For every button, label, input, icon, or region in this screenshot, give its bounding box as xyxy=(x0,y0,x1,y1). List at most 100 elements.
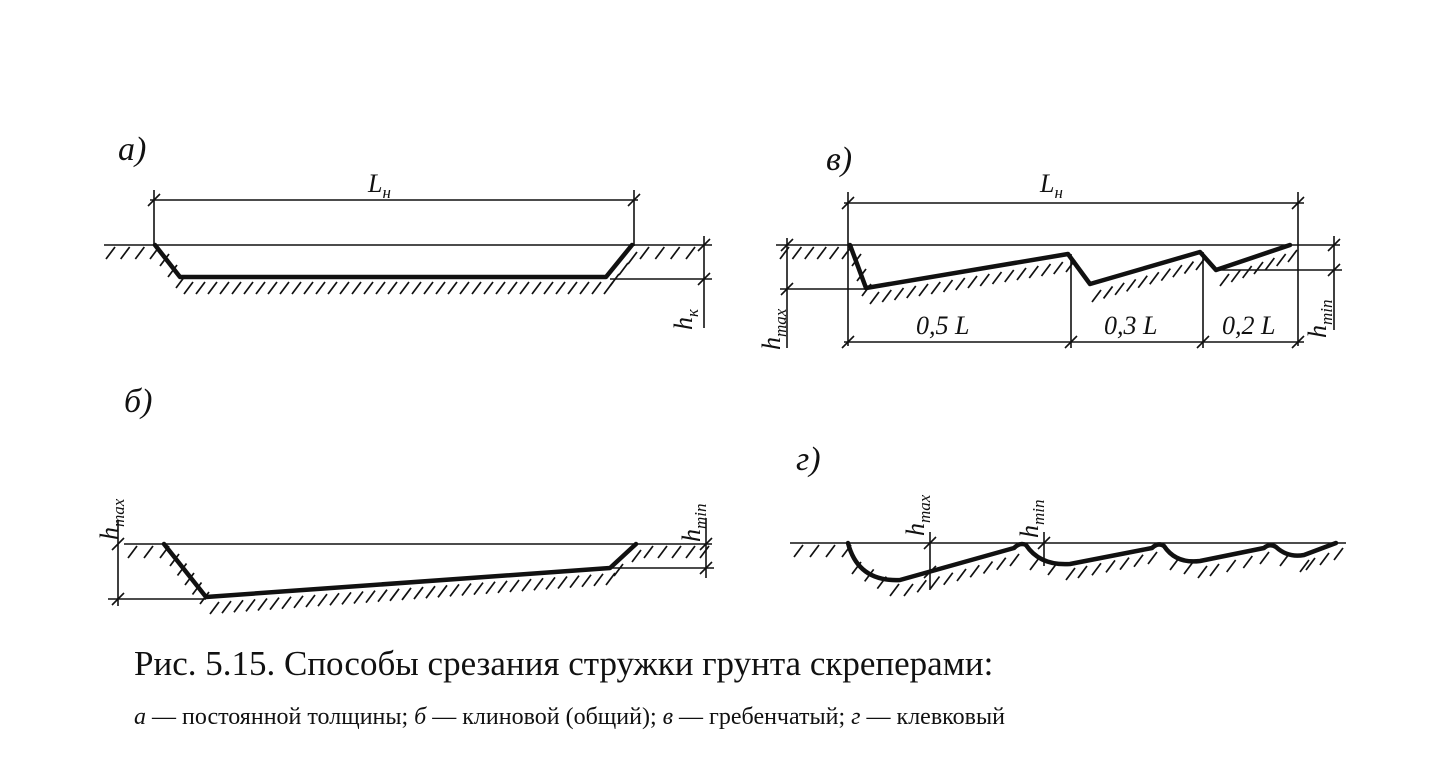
hatch-stroke xyxy=(1016,267,1027,281)
hatch-stroke xyxy=(869,291,880,305)
hatch-stroke xyxy=(281,596,292,610)
caption-text-a: — постоянной толщины; xyxy=(146,704,415,730)
hatch-stroke xyxy=(1279,553,1290,567)
panel-v-hmin-tick-bottom xyxy=(1327,263,1341,277)
hatch-stroke xyxy=(1125,278,1137,292)
panel-a-length-label: Lн xyxy=(367,169,391,202)
hatch-stroke xyxy=(893,287,905,301)
hatch-stroke xyxy=(1195,257,1206,271)
hatch-stroke xyxy=(209,601,220,615)
panel-v-hmax-tick-top xyxy=(780,238,794,252)
panel-a: а) Lн hк xyxy=(104,131,712,330)
hatch-stroke xyxy=(1065,259,1076,273)
hatch-stroke xyxy=(233,599,244,613)
hatch-stroke xyxy=(1105,559,1116,573)
hatch-stroke xyxy=(545,576,556,590)
hatch-stroke xyxy=(363,281,374,295)
hatch-stroke xyxy=(851,561,862,575)
panel-b-hmax-tick-bottom xyxy=(111,592,125,606)
hatch-stroke xyxy=(591,281,602,295)
hatch-stroke xyxy=(1119,557,1130,571)
hatch-stroke xyxy=(861,283,872,297)
hatch-stroke xyxy=(569,575,580,589)
hatch-stroke xyxy=(979,273,990,287)
hatch-stroke xyxy=(1183,261,1195,275)
hatch-stroke xyxy=(1004,269,1015,283)
hatch-stroke xyxy=(906,285,917,299)
hatch-stroke xyxy=(341,591,352,605)
hatch-stroke xyxy=(219,281,230,295)
panel-b-hmin-tick-top xyxy=(699,537,713,551)
panel-g-hmax-tick-bottom xyxy=(923,565,937,579)
hatch-stroke xyxy=(279,281,290,295)
hatch-stroke xyxy=(1219,273,1230,287)
caption-title: Рис. 5.15. Способы срезания стружки грун… xyxy=(134,644,994,683)
hatch-stroke xyxy=(1114,282,1125,296)
hatch-stroke xyxy=(243,281,254,295)
panel-a-tick-left xyxy=(147,193,161,207)
panel-a-depth-label: hк xyxy=(669,308,702,330)
hatch-stroke xyxy=(841,544,852,558)
hatch-stroke xyxy=(1305,557,1316,571)
hatch-stroke xyxy=(1028,265,1039,279)
hatch-stroke xyxy=(1230,269,1242,283)
hatch-stroke xyxy=(631,549,642,563)
panel-v-seg-tick-2 xyxy=(1196,335,1210,349)
hatch-stroke xyxy=(167,264,178,278)
panel-g-label: г) xyxy=(796,441,821,478)
hatch-stroke xyxy=(557,576,568,590)
hatch-stroke xyxy=(195,281,206,295)
hatch-stroke xyxy=(1077,565,1088,579)
hatch-stroke xyxy=(207,281,218,295)
hatch-stroke xyxy=(175,275,186,289)
hatch-stroke xyxy=(804,246,815,260)
caption-legend: а — постоянной толщины; б — клиновой (об… xyxy=(134,704,1005,731)
hatch-stroke xyxy=(1091,289,1102,303)
panel-a-label: а) xyxy=(118,131,146,168)
hatch-stroke xyxy=(1319,552,1330,566)
hatch-stroke xyxy=(461,583,472,597)
hatch-stroke xyxy=(1053,261,1064,275)
hatch-stroke xyxy=(942,279,954,293)
hatch-stroke xyxy=(1160,268,1172,282)
hatch-stroke xyxy=(1133,554,1144,568)
hatch-stroke xyxy=(365,590,376,604)
hatch-stroke xyxy=(1225,559,1237,573)
hatch-stroke xyxy=(996,557,1007,571)
hatch-stroke xyxy=(353,590,364,604)
hatch-stroke xyxy=(1333,547,1344,561)
hatch-stroke xyxy=(791,246,803,260)
hatch-stroke xyxy=(437,584,448,598)
hatch-stroke xyxy=(581,574,592,588)
hatch-stroke xyxy=(685,545,696,559)
hatch-stroke xyxy=(930,281,941,295)
panel-v-tick-right xyxy=(1291,196,1305,210)
hatch-stroke xyxy=(1183,561,1194,575)
hatch-stroke xyxy=(956,568,967,582)
hatch-stroke xyxy=(828,246,840,260)
hatch-stroke xyxy=(929,575,941,590)
hatch-stroke xyxy=(1197,565,1208,579)
hatch-stroke xyxy=(943,572,954,586)
hatch-stroke xyxy=(507,281,518,295)
hatch-stroke xyxy=(303,281,314,295)
hatch-stroke xyxy=(435,281,446,295)
panel-v-hmax-tick-bottom xyxy=(780,282,794,296)
hatch-stroke xyxy=(825,544,836,558)
panel-g-hmin-label: hmin xyxy=(1015,500,1048,539)
hatch-stroke xyxy=(485,581,496,595)
hatch-stroke xyxy=(134,246,146,260)
hatch-stroke xyxy=(521,578,532,592)
hatch-stroke xyxy=(579,281,590,295)
hatch-stroke xyxy=(613,563,624,577)
hatch-stroke xyxy=(176,562,188,577)
hatch-stroke xyxy=(1259,551,1270,565)
hatch-stroke xyxy=(497,580,508,594)
panel-v-label: в) xyxy=(826,141,852,178)
hatch-stroke xyxy=(473,582,484,596)
panel-v-seg2-label: 0,3 L xyxy=(1104,311,1157,340)
hatch-stroke xyxy=(851,253,862,267)
caption-key-v: в xyxy=(662,704,674,730)
hatch-stroke xyxy=(257,597,268,611)
hatch-stroke xyxy=(255,281,266,295)
